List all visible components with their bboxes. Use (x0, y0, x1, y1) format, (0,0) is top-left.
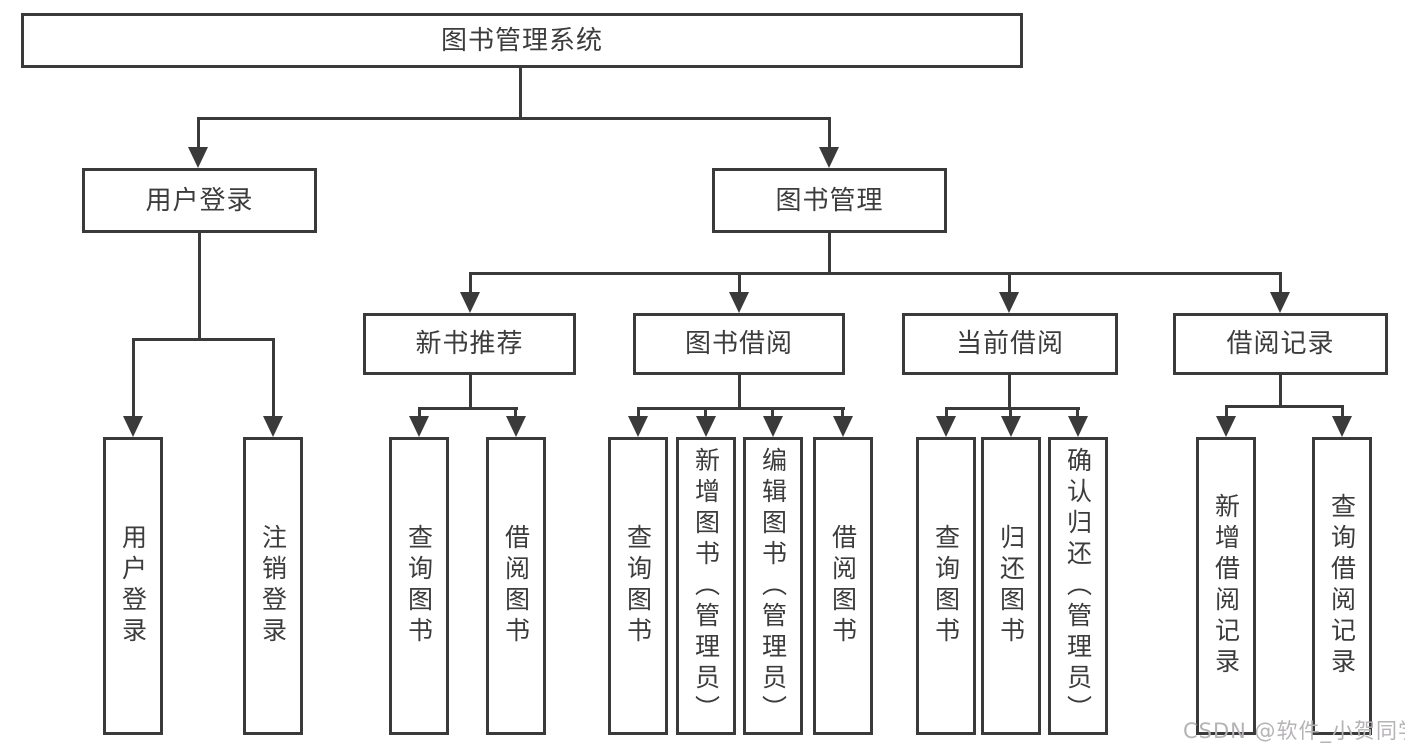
arrowhead-down-icon (1068, 416, 1088, 437)
connector-line (738, 373, 741, 409)
node-book-management: 图书管理 (712, 168, 947, 233)
connector-line (637, 407, 640, 421)
node-label: 新书推荐 (415, 329, 524, 359)
node-leaf-confirm-return-admin: 确认归还（管理员） (1048, 437, 1108, 735)
arrowhead-down-icon (1270, 292, 1290, 313)
connector-line (272, 338, 275, 418)
node-user-login: 用户登录 (82, 168, 317, 233)
connector-line (1279, 272, 1282, 294)
connector-line (1076, 407, 1079, 421)
arrowhead-down-icon (409, 416, 429, 437)
node-leaf-logout: 注销登录 (243, 437, 303, 735)
node-new-book-recommend: 新书推荐 (363, 313, 576, 375)
node-label: 新增图书（管理员） (691, 446, 721, 726)
node-root: 图书管理系统 (21, 13, 1023, 68)
connector-line (1008, 272, 1011, 294)
connector-line (1341, 405, 1344, 419)
connector-line (198, 230, 201, 340)
arrowhead-down-icon (1332, 416, 1352, 437)
connector-line (132, 338, 275, 341)
connector-line (132, 338, 135, 418)
node-label: 借阅图书 (501, 524, 531, 648)
arrowhead-down-icon (936, 416, 956, 437)
node-label: 用户登录 (145, 185, 254, 216)
connector-line (771, 407, 774, 421)
connector-line (197, 117, 200, 149)
connector-line (738, 272, 741, 294)
arrowhead-down-icon (1001, 416, 1021, 437)
connector-line (514, 407, 517, 421)
node-leaf-query-book-a: 查询图书 (389, 437, 449, 735)
node-label: 编辑图书（管理员） (758, 446, 788, 726)
connector-line (704, 407, 707, 421)
node-book-borrow: 图书借阅 (633, 313, 845, 375)
connector-line (418, 407, 518, 410)
connector-line (945, 407, 948, 421)
arrowhead-down-icon (188, 147, 208, 168)
arrowhead-down-icon (696, 416, 716, 437)
arrowhead-down-icon (999, 292, 1019, 313)
node-borrow-records: 借阅记录 (1173, 313, 1388, 375)
node-leaf-return-book: 归还图书 (981, 437, 1041, 735)
arrowhead-down-icon (263, 416, 283, 437)
connector-line (469, 272, 1282, 275)
arrowhead-down-icon (729, 292, 749, 313)
connector-line (469, 272, 472, 294)
node-leaf-user-login: 用户登录 (103, 437, 163, 735)
connector-line (841, 407, 844, 421)
node-leaf-add-borrow-record: 新增借阅记录 (1196, 437, 1256, 735)
node-label: 用户登录 (118, 524, 148, 648)
arrowhead-down-icon (460, 292, 480, 313)
connector-line (1225, 405, 1344, 408)
connector-line (1225, 405, 1228, 419)
node-label: 图书管理系统 (440, 25, 603, 56)
node-leaf-query-book-b: 查询图书 (608, 437, 668, 735)
csdn-watermark: CSDN @软件_小贺同学 (1183, 719, 1405, 743)
node-label: 确认归还（管理员） (1063, 446, 1093, 726)
connector-line (1279, 373, 1282, 407)
arrowhead-down-icon (628, 416, 648, 437)
node-current-borrow: 当前借阅 (902, 313, 1118, 375)
connector-line (945, 407, 1080, 410)
node-label: 图书借阅 (684, 329, 793, 359)
connector-line (637, 407, 845, 410)
node-leaf-add-book-admin: 新增图书（管理员） (676, 437, 736, 735)
connector-line (1009, 407, 1012, 421)
node-label: 查询图书 (931, 524, 961, 648)
connector-line (519, 65, 522, 119)
arrowhead-down-icon (833, 416, 853, 437)
node-leaf-borrow-book-a: 借阅图书 (486, 437, 546, 735)
node-label: 注销登录 (258, 524, 288, 648)
connector-line (828, 230, 831, 275)
node-label: 查询图书 (404, 524, 434, 648)
node-leaf-edit-book-admin: 编辑图书（管理员） (743, 437, 803, 735)
connector-line (418, 407, 421, 421)
node-label: 当前借阅 (955, 329, 1064, 359)
node-label: 图书管理 (775, 185, 884, 216)
arrowhead-down-icon (123, 416, 143, 437)
node-label: 借阅记录 (1226, 329, 1335, 359)
node-leaf-query-book-c: 查询图书 (916, 437, 976, 735)
node-label: 借阅图书 (828, 524, 858, 648)
node-label: 新增借阅记录 (1211, 493, 1241, 679)
arrowhead-down-icon (506, 416, 526, 437)
arrowhead-down-icon (763, 416, 783, 437)
connector-line (197, 117, 831, 120)
node-label: 查询图书 (623, 524, 653, 648)
arrowhead-down-icon (819, 147, 839, 168)
node-leaf-query-borrow-record: 查询借阅记录 (1312, 437, 1372, 735)
node-label: 归还图书 (996, 524, 1026, 648)
connector-line (1008, 373, 1011, 409)
connector-line (469, 373, 472, 409)
connector-line (828, 117, 831, 149)
arrowhead-down-icon (1216, 416, 1236, 437)
node-label: 查询借阅记录 (1327, 493, 1357, 679)
node-leaf-borrow-book-b: 借阅图书 (813, 437, 873, 735)
